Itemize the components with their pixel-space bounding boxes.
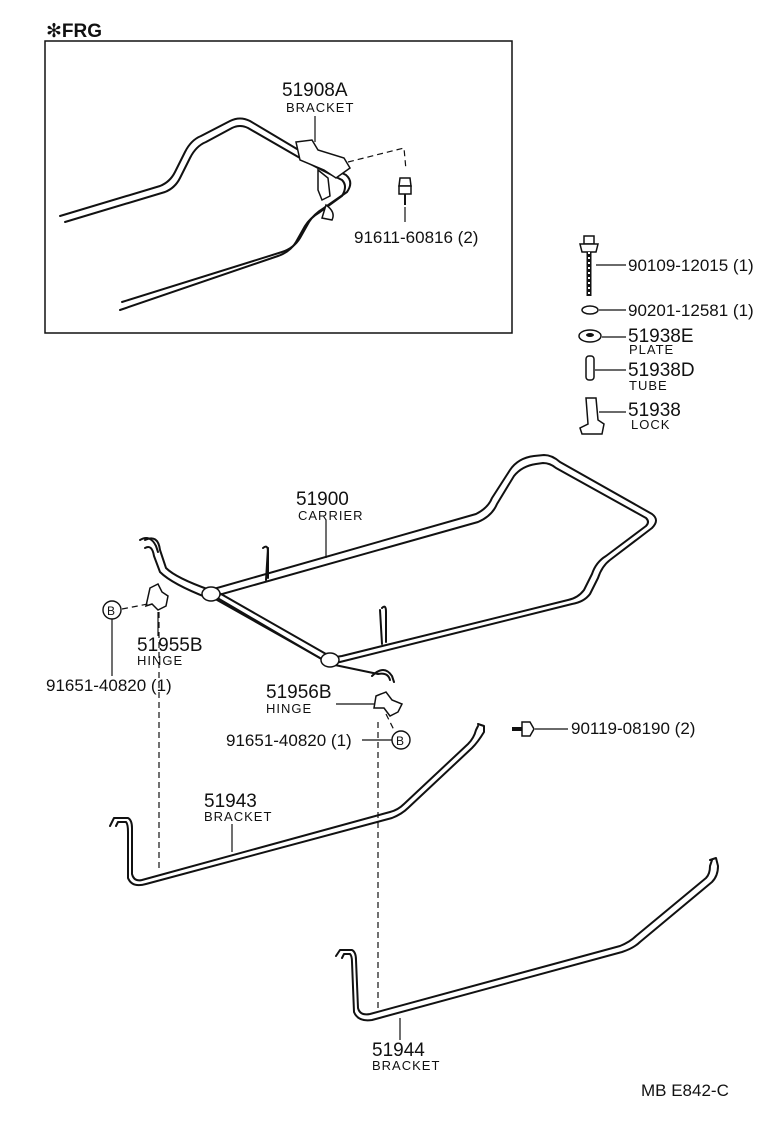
- small-bolt-number: 90119-08190 (2): [571, 719, 695, 738]
- hardware-4-name: TUBE: [629, 378, 668, 393]
- hinge-left-name: HINGE: [137, 653, 183, 668]
- inset-panel: ✻FRG 51908A BRACKET 91611-60816 (2): [44, 21, 513, 334]
- long-bolt-icon: [579, 235, 599, 296]
- bracket-front-name: BRACKET: [204, 809, 272, 824]
- hinge-left-bolt: 91651-40820 (1): [46, 676, 172, 695]
- inset-bolt-part: 91611-60816 (2): [354, 228, 478, 247]
- hinge-right-number: 51956B: [266, 682, 332, 703]
- carrier-cushion-right: [320, 652, 340, 668]
- hinge-left-marker: B: [107, 604, 115, 618]
- carrier-assembly: [139, 454, 657, 683]
- inset-bracket-number: 51908A: [282, 80, 348, 101]
- hinge-left-number: 51955B: [137, 635, 203, 656]
- inset-bracket-icon: [295, 139, 351, 221]
- bracket-front-number: 51943: [204, 791, 257, 812]
- lock-icon: [579, 397, 605, 435]
- hinge-right-marker-circle: [391, 730, 411, 750]
- carrier-cushion-left: [201, 586, 221, 602]
- hardware-2-number: 90201-12581 (1): [628, 301, 754, 320]
- bracket-rear-name: BRACKET: [372, 1058, 440, 1073]
- hardware-4-number: 51938D: [628, 360, 695, 381]
- hardware-5-name: LOCK: [631, 417, 670, 432]
- hardware-1-number: 90109-12015 (1): [628, 256, 754, 275]
- hardware-3-number: 51938E: [628, 326, 694, 347]
- hinge-left-icon: [144, 582, 169, 611]
- inset-title: ✻FRG: [46, 21, 102, 42]
- hardware-5-number: 51938: [628, 400, 681, 421]
- hardware-stack: 90109-12015 (1) 90201-12581 (1) 51938E P…: [578, 235, 754, 435]
- bracket-rear-number: 51944: [372, 1040, 425, 1061]
- inset-dash-line: [347, 147, 407, 171]
- hinge-left-group: B 51955B HINGE 91651-40820 (1): [46, 582, 203, 695]
- hardware-3-name: PLATE: [629, 342, 674, 357]
- tube-icon: [585, 355, 595, 381]
- footer-code: MB E842-C: [641, 1081, 729, 1100]
- inset-bolt-icon: [398, 177, 412, 205]
- hinge-right-dash: [385, 713, 395, 731]
- carrier-name: CARRIER: [298, 508, 364, 523]
- small-bolt-group: 90119-08190 (2): [512, 719, 695, 738]
- hinge-right-icon: [373, 691, 404, 717]
- bracket-front: 51943 BRACKET: [109, 723, 485, 887]
- small-bolt-icon: [512, 721, 535, 737]
- hinge-right-marker: B: [396, 734, 404, 748]
- hinge-right-name: HINGE: [266, 701, 312, 716]
- hinge-left-dash: [121, 603, 149, 610]
- inset-bracket-name: BRACKET: [286, 100, 354, 115]
- carrier-number: 51900: [296, 489, 349, 510]
- bracket-rear: 51944 BRACKET: [335, 857, 719, 1073]
- hinge-right-group: 51956B HINGE B 91651-40820 (1): [226, 682, 411, 750]
- hinge-right-bolt: 91651-40820 (1): [226, 731, 352, 750]
- inset-frame: [44, 40, 513, 334]
- nut-icon: [581, 305, 599, 315]
- plate-icon: [578, 329, 602, 343]
